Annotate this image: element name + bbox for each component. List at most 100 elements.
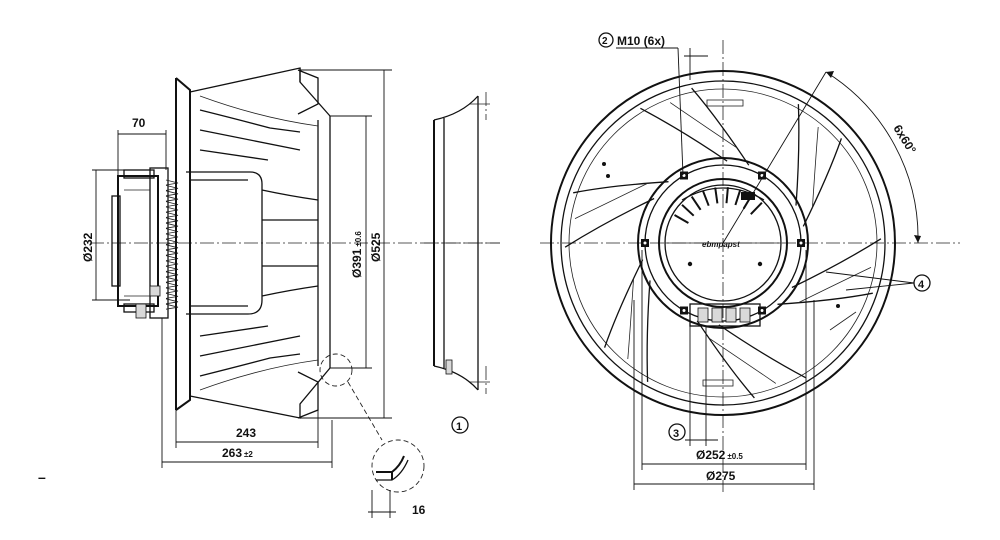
dim-232: Ø232: [81, 169, 130, 301]
callout-3: 3: [673, 428, 679, 440]
rotor-fin: [165, 282, 179, 288]
rotor-fin: [165, 298, 179, 305]
dim-275: Ø275: [633, 300, 815, 490]
terminal-pin: [725, 187, 729, 204]
rotor-fin: [165, 249, 179, 256]
blade-rib: [812, 126, 819, 209]
rotor-fin: [165, 276, 179, 283]
rotor-fin: [165, 303, 179, 310]
rotor-fin: [165, 260, 179, 267]
brand-text: ebmpapst: [702, 240, 740, 249]
dim-70: 70: [117, 116, 167, 176]
screw-label: M10 (6x): [617, 34, 665, 48]
terminal-pin: [750, 202, 763, 215]
blade-rib: [797, 267, 872, 304]
blade-edge: [791, 238, 882, 289]
dim-252: Ø252±0.5: [641, 250, 807, 470]
detail-view: 16: [368, 439, 426, 518]
rotor-fins: [165, 179, 179, 310]
rotor-fin: [165, 185, 179, 191]
blade-callout: 4: [825, 271, 931, 292]
terminal-pin: [674, 214, 689, 224]
blade-rib: [708, 337, 777, 384]
terminal-pin: [690, 196, 702, 211]
terminal-callout: 3: [668, 326, 718, 446]
callout-1: 1: [456, 421, 462, 433]
side-view: 70 Ø232 Ø391±0.6 Ø525 243: [38, 67, 500, 485]
rotor-fin: [165, 244, 179, 251]
dim-263-tol: ±2: [244, 450, 253, 459]
terminal-pin: [681, 204, 695, 217]
blade-edge: [564, 197, 655, 248]
mounting-screws: [641, 171, 805, 315]
terminal-pin: [701, 190, 710, 207]
blade-edge: [573, 181, 669, 194]
screw-hole: [799, 241, 803, 245]
dim-243-label: 243: [236, 426, 256, 440]
blade-edge: [795, 104, 800, 206]
hub-body: [175, 170, 263, 318]
rotor-fin: [165, 212, 179, 218]
rotor-fin: [165, 228, 179, 234]
rotor-fin: [165, 239, 179, 245]
blade-rib: [627, 277, 634, 360]
dim-525-label: Ø525: [369, 232, 383, 262]
dim-243: 243: [175, 410, 319, 448]
dim-263-text: 263±2: [222, 446, 253, 460]
blade-rib: [669, 102, 738, 149]
terminal-pin: [714, 187, 719, 204]
blade-edge: [718, 324, 806, 379]
connector-block: [689, 303, 761, 327]
dim-391-text: Ø391±0.6: [350, 231, 364, 278]
blade-edge: [777, 292, 873, 305]
dim-263-label: 263: [222, 446, 242, 460]
screw-hole: [643, 241, 647, 245]
rotor-fin: [165, 287, 179, 294]
margin-mark: –: [38, 469, 46, 485]
blade-edge: [696, 320, 755, 399]
dim-525: Ø525: [300, 69, 392, 419]
rotor-fin: [165, 179, 179, 186]
dim-391-label: Ø391: [350, 248, 364, 278]
terminal-pin: [734, 189, 742, 206]
blade-edge: [603, 259, 644, 348]
rotor-fin: [165, 190, 179, 197]
blade-rib: [574, 182, 649, 219]
blade-edge: [691, 87, 750, 166]
inlet-ring-view: 1: [424, 92, 500, 434]
angle-label: 6x60°: [890, 122, 919, 156]
blade-edge: [802, 138, 843, 227]
dim-232-label: Ø232: [81, 232, 95, 262]
screw-hole: [760, 309, 764, 312]
rotor-fin: [165, 206, 179, 213]
rotor-fin: [165, 233, 179, 240]
front-view: ebmpapst 6x60° 2 M10 (: [540, 32, 960, 492]
dim-16-label: 16: [412, 503, 426, 517]
screw-hole: [682, 309, 686, 312]
callout-4: 4: [918, 279, 925, 291]
blade-edge: [646, 280, 651, 382]
motor-housing: [111, 167, 169, 319]
dim-263: 263±2: [161, 318, 333, 468]
rotor-fin: [165, 255, 179, 261]
blade-edge: [640, 107, 728, 162]
dim-252-tol: ±0.5: [727, 452, 743, 461]
rotor-fin: [165, 222, 179, 229]
dim-391: Ø391±0.6: [330, 115, 372, 369]
dim-275-label: Ø275: [706, 469, 736, 483]
dim-252-text: Ø252±0.5: [696, 448, 743, 462]
rotor-fin: [165, 217, 179, 224]
dim-70-label: 70: [132, 116, 146, 130]
fan-blades: [564, 87, 882, 399]
dim-391-tol: ±0.6: [354, 231, 363, 247]
rotor-fin: [165, 266, 179, 272]
rotor-fin: [165, 271, 179, 278]
rotor-fin: [165, 293, 179, 299]
rotor-fin: [165, 201, 179, 207]
screw-callout: 2 M10 (6x): [598, 32, 708, 176]
impeller-profile: [175, 67, 331, 419]
callout-2: 2: [602, 36, 608, 47]
rotor-fin: [165, 195, 179, 202]
angle-annotation: 6x60°: [722, 71, 921, 244]
